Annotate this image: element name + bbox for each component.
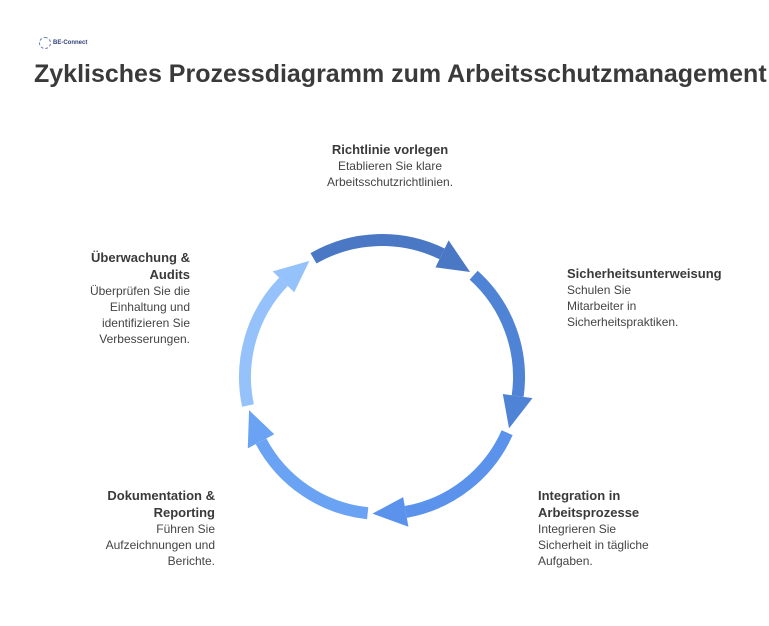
step-description: Schulen Sie Mitarbeiter in Sicherheitspr… xyxy=(567,283,679,329)
arrow-unterweisung-arc xyxy=(469,270,525,397)
step-description: Führen Sie Aufzeichnungen und Berichte. xyxy=(105,522,215,568)
arrow-integration-head-icon xyxy=(372,497,409,527)
arrow-dokumentation-arc xyxy=(255,438,369,520)
step-title: Richtlinie vorlegen xyxy=(331,142,449,157)
arrow-integration-arc xyxy=(404,430,513,518)
arrow-dokumentation-head-icon xyxy=(247,410,275,449)
step-description: Etablieren Sie klare Arbeitsschutzrichtl… xyxy=(326,159,454,189)
step-title: Integration in Arbeitsprozesse xyxy=(538,488,640,520)
step-dokumentation-reporting: Dokumentation & Reporting Führen Sie Auf… xyxy=(60,487,215,569)
step-title: Dokumentation & Reporting xyxy=(107,488,215,520)
logo-text: BE-Connect xyxy=(53,40,88,46)
arrow-richtlinie-arc xyxy=(310,234,445,264)
step-ueberwachung-audits: Überwachung & Audits Überprüfen Sie die … xyxy=(50,249,190,347)
step-description: Integrieren Sie Sicherheit in tägliche A… xyxy=(538,522,649,568)
arrow-unterweisung-head-icon xyxy=(502,393,533,429)
arrow-richtlinie-head-icon xyxy=(435,240,471,273)
step-sicherheitsunterweisung: Sicherheitsunterweisung Schulen Sie Mita… xyxy=(567,265,757,330)
step-title: Sicherheitsunterweisung xyxy=(567,266,722,281)
arrow-ueberwachung-arc xyxy=(239,277,288,407)
step-title: Überwachung & Audits xyxy=(91,250,190,282)
step-richtlinie-vorlegen: Richtlinie vorlegen Etablieren Sie klare… xyxy=(300,141,480,190)
page-title: Zyklisches Prozessdiagramm zum Arbeitssc… xyxy=(34,60,767,88)
step-description: Überprüfen Sie die Einhaltung und identi… xyxy=(89,284,190,346)
logo-icon xyxy=(39,37,51,49)
arrow-ueberwachung-head-icon xyxy=(272,260,310,293)
logo: BE-Connect xyxy=(39,37,87,49)
step-integration-in-arbeitsprozesse: Integration in Arbeitsprozesse Integrier… xyxy=(538,487,698,569)
